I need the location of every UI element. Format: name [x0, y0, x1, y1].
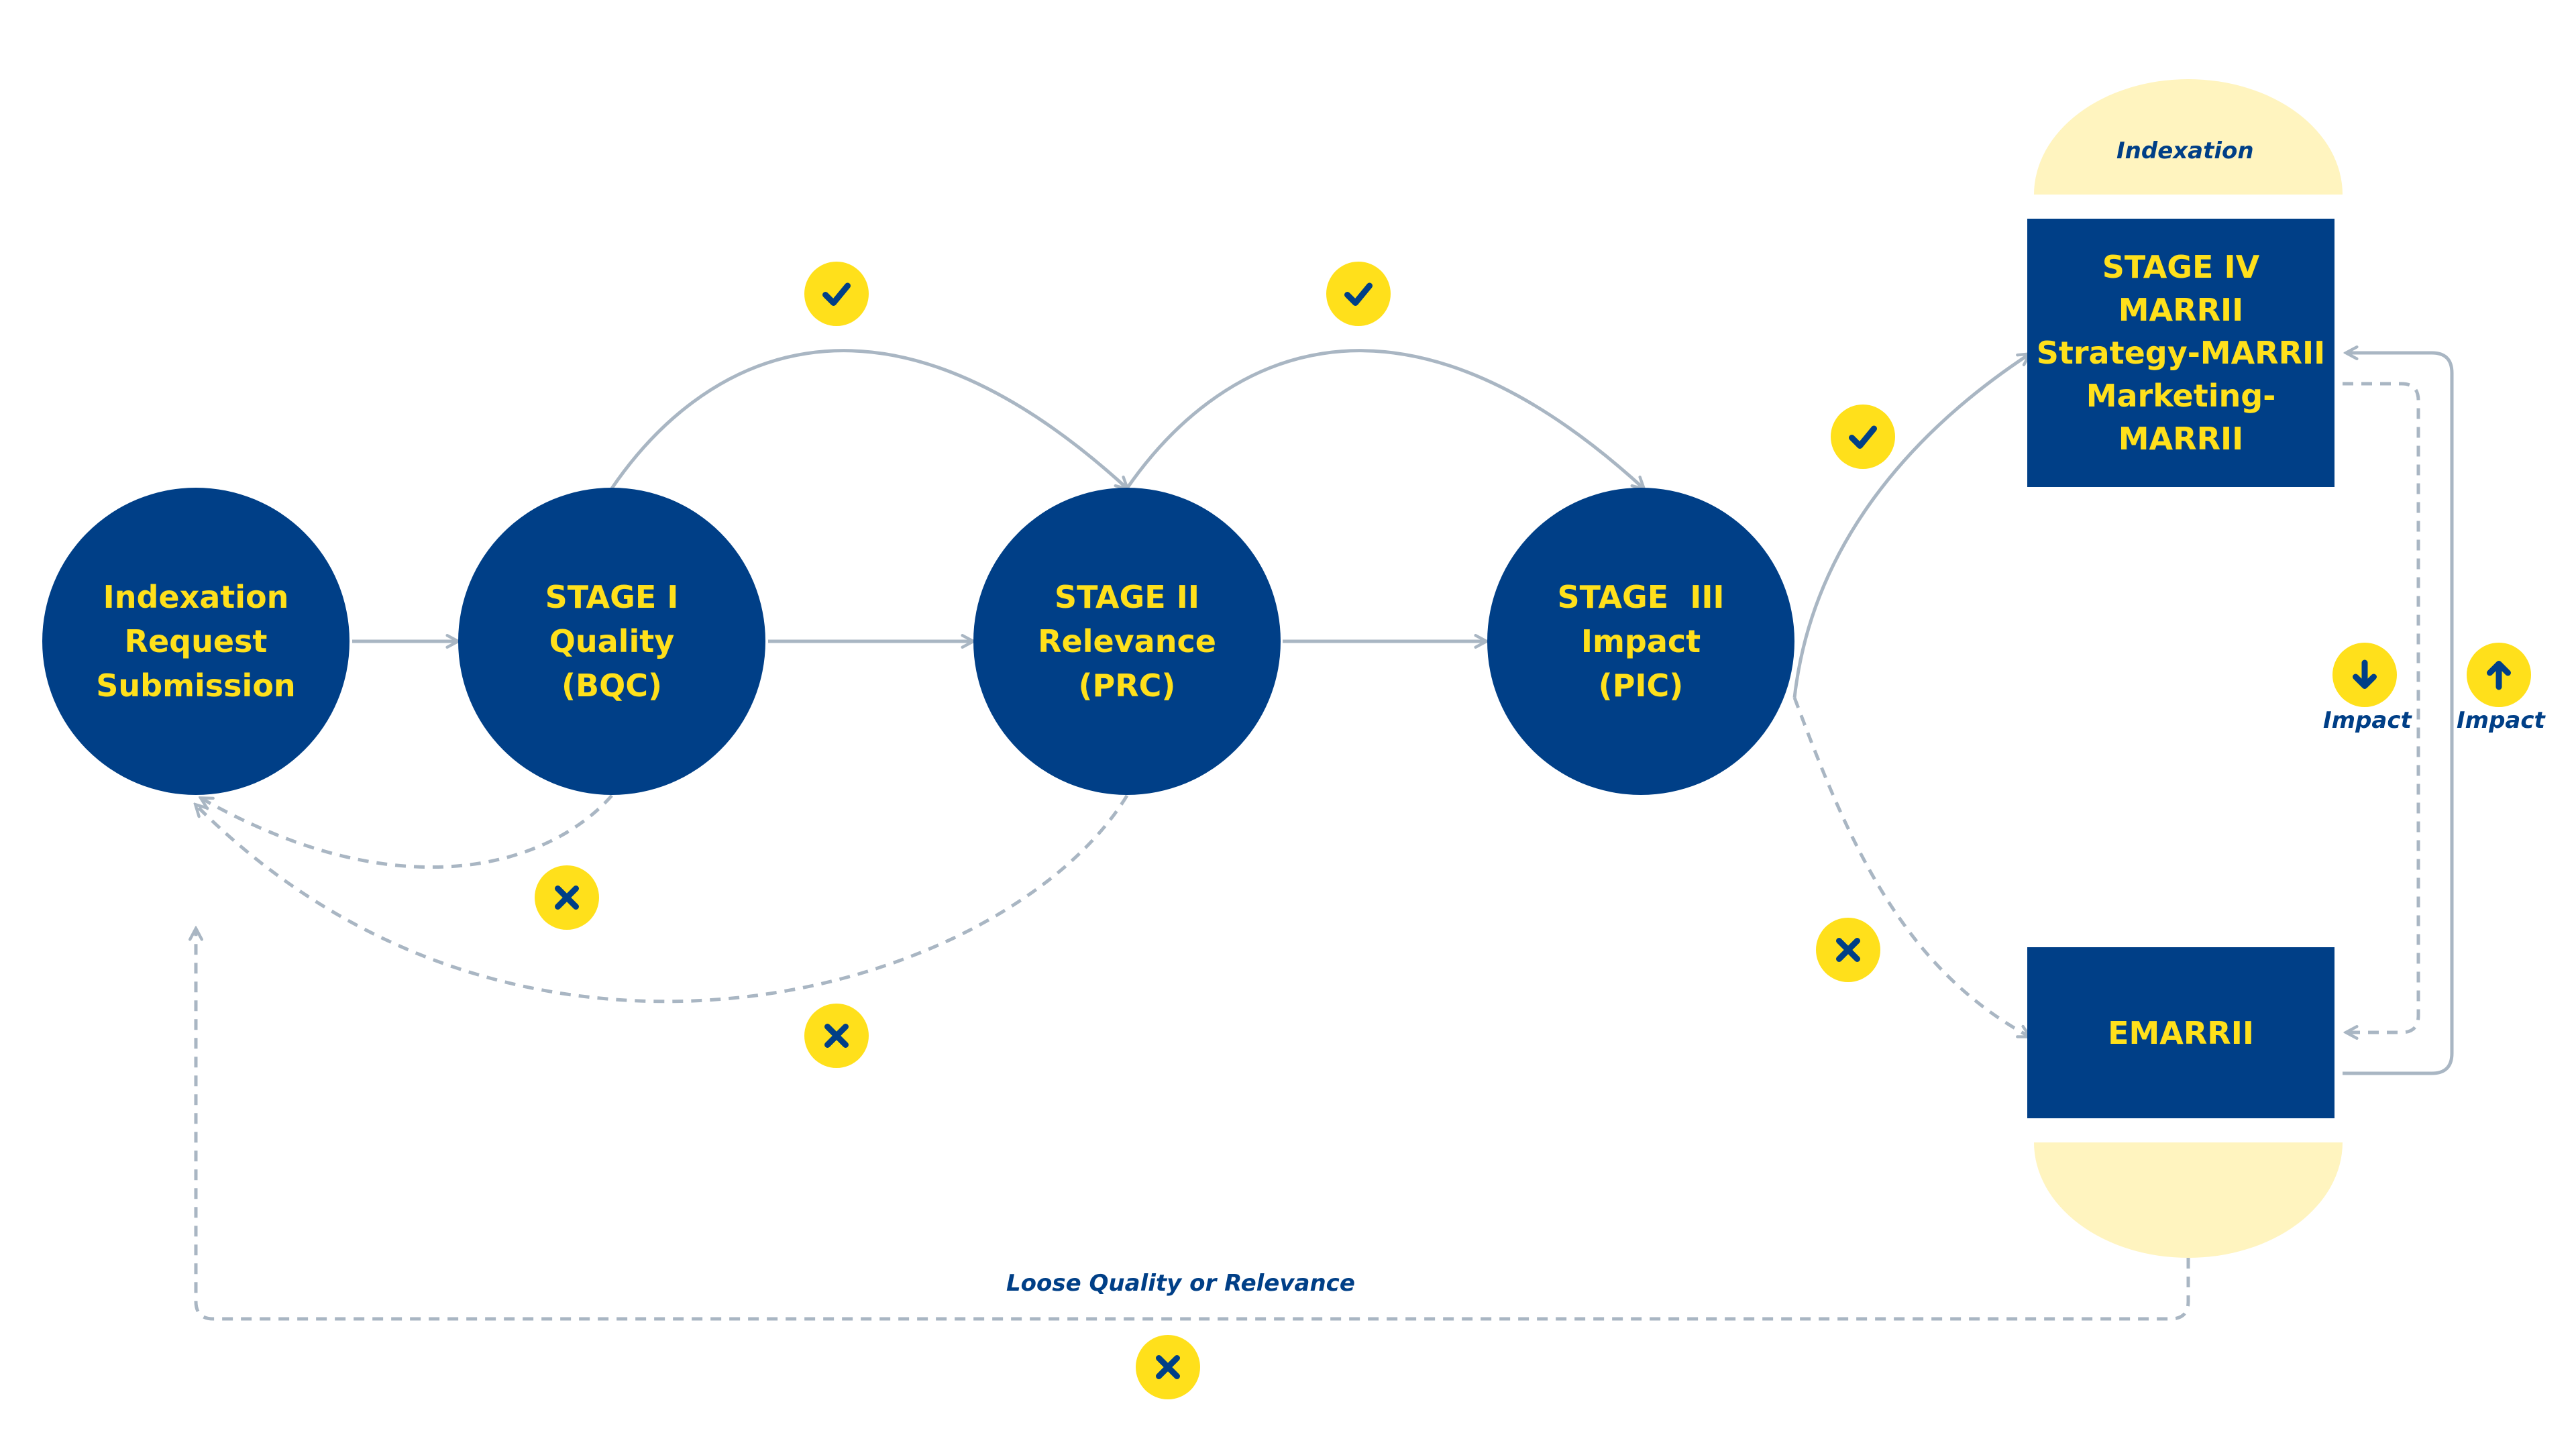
edge-stage3-to-stage4	[1792, 354, 2029, 698]
node-stage-3-impact: STAGE III Impact (PIC)	[1487, 488, 1794, 795]
node-line: Strategy-MARRII	[2036, 335, 2326, 371]
edge-emarrii-to-stage4-solid	[2343, 353, 2454, 1075]
node-line: STAGE III	[1557, 579, 1725, 615]
node-line: STAGE IV	[2102, 249, 2260, 285]
close-icon	[1136, 1335, 1200, 1399]
edge-stage4-to-emarrii-dashed	[2343, 382, 2420, 1032]
node-line: Impact	[1580, 623, 1701, 659]
check-icon	[1831, 405, 1895, 469]
check-icon	[1326, 262, 1391, 326]
node-line: MARRII	[2118, 292, 2244, 328]
loose-quality-label: Loose Quality or Relevance	[1006, 1270, 1355, 1297]
node-line: (PIC)	[1598, 667, 1684, 704]
indexation-label: Indexation	[2116, 138, 2254, 164]
node-line: STAGE I	[545, 579, 679, 615]
node-line: (PRC)	[1078, 667, 1176, 704]
edge-stage2-fail-return	[196, 794, 1129, 1004]
edge-stage1-fail-return	[201, 794, 613, 869]
edge-stage2-pass-arc	[1125, 349, 1644, 488]
node-line: STAGE II	[1055, 579, 1199, 615]
node-line: Request	[124, 623, 268, 659]
edge-stage3-fail-to-emarrii	[1792, 697, 2029, 1036]
check-icon	[804, 262, 869, 326]
impact-down-label: Impact	[2323, 707, 2412, 734]
node-stage-2-relevance: STAGE II Relevance (PRC)	[973, 488, 1281, 795]
close-icon	[804, 1004, 869, 1068]
node-emarrii: EMARRII	[2027, 947, 2334, 1118]
edge-stage1-pass-arc	[610, 349, 1127, 488]
arrow-down-icon	[2332, 643, 2397, 707]
node-stage-1-quality: STAGE I Quality (BQC)	[458, 488, 765, 795]
node-line: EMARRII	[2108, 1014, 2254, 1051]
close-icon	[1816, 918, 1880, 982]
node-line: Indexation	[103, 579, 289, 615]
node-line: (BQC)	[561, 667, 662, 704]
node-line: Relevance	[1038, 623, 1216, 659]
node-indexation-request-submission: Indexation Request Submission	[42, 488, 350, 795]
edge-loose-return	[196, 929, 2190, 1321]
arrow-up-icon	[2467, 643, 2531, 707]
node-line: Quality	[549, 623, 675, 659]
impact-up-label: Impact	[2457, 707, 2545, 734]
node-line: Marketing-MARRII	[2086, 378, 2276, 457]
node-line: Submission	[96, 667, 296, 704]
close-icon	[535, 865, 599, 930]
node-stage-4-marrii: STAGE IV MARRII Strategy-MARRII Marketin…	[2027, 219, 2334, 487]
